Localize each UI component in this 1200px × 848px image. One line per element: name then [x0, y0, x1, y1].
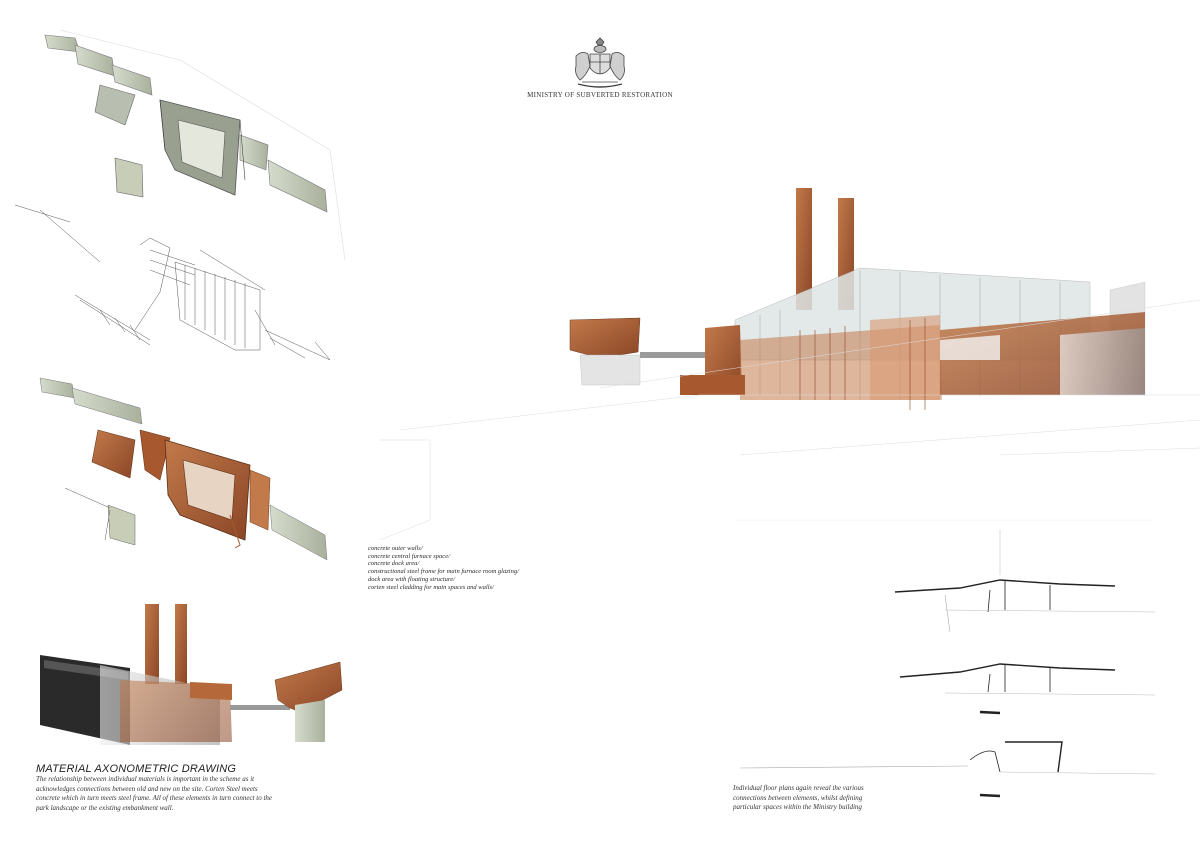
legend-item: dock area with floating structure/: [368, 575, 455, 583]
section-title: MATERIAL AXONOMETRIC DRAWING: [36, 763, 237, 775]
legend-item: concrete outer walls/: [368, 545, 423, 552]
axon-layer-corten: [39, 377, 328, 561]
material-legend: concrete outer walls/ concrete central f…: [368, 545, 588, 591]
description-line: acknowledges connections between old and…: [36, 784, 258, 793]
legend-item: corten steel cladding for main spaces an…: [368, 583, 494, 591]
description-line: connections between elements, whilst def…: [733, 793, 863, 802]
legend-item: concrete dock area/: [368, 560, 420, 568]
legend-item: constructional steel frame for main furn…: [368, 568, 519, 576]
axon-layer-concrete: [44, 29, 346, 261]
description-line: Individual floor plans again reveal the …: [733, 784, 864, 792]
legend-item: concrete central furnace space/: [368, 552, 450, 560]
royal-crest-icon: [575, 37, 625, 88]
axon-layer-steel-frame: [14, 204, 331, 361]
description-line: concrete which in turn meets steel frame…: [36, 794, 273, 803]
perspective-small: [40, 604, 343, 745]
description-line: park landscape or the existing embankmen…: [36, 803, 174, 812]
description-line: particular spaces within the Ministry bu…: [733, 803, 862, 812]
perspective-main: [379, 188, 1200, 541]
section-description: The relationship between individual mate…: [36, 775, 336, 813]
ministry-name: MINISTRY OF SUBVERTED RESTORATION: [527, 91, 673, 99]
description-line: The relationship between individual mate…: [36, 775, 255, 783]
floor-plans: [735, 519, 1156, 798]
plans-description: Individual floor plans again reveal the …: [733, 784, 933, 813]
